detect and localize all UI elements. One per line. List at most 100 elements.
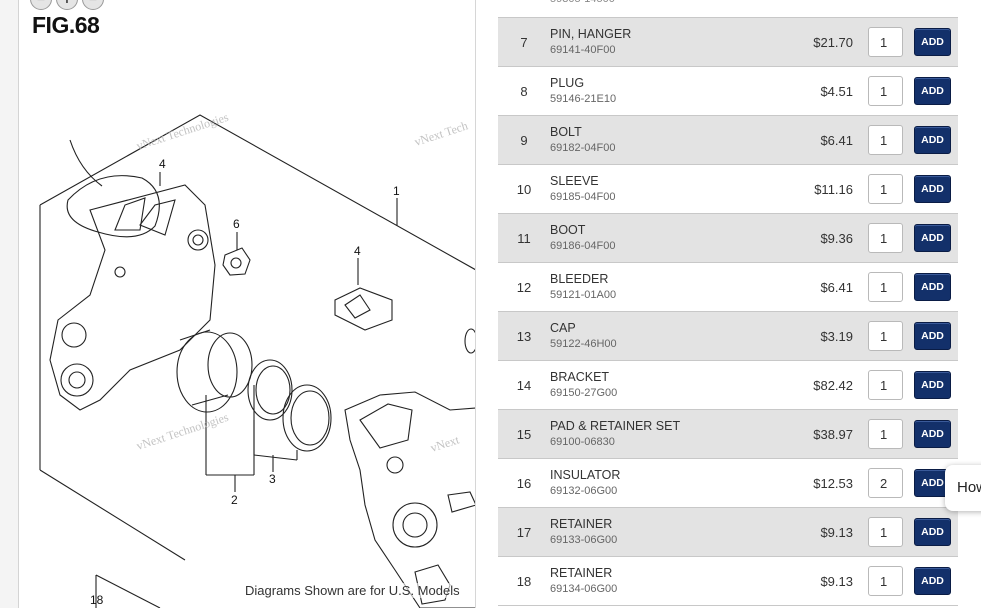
help-chat-widget[interactable]: How xyxy=(945,465,981,511)
part-number: 15 xyxy=(516,427,532,442)
pane-divider xyxy=(477,0,497,608)
quantity-input[interactable] xyxy=(868,321,903,351)
quantity-input[interactable] xyxy=(868,174,903,204)
part-number: 14 xyxy=(516,378,532,393)
table-row: 18 RETAINER 69134-06G00 $9.13 ADD xyxy=(498,557,958,606)
part-name: SLEEVE xyxy=(550,174,599,188)
part-name: BOOT xyxy=(550,223,586,237)
table-row: 16 INSULATOR 69132-06G00 $12.53 ADD xyxy=(498,459,958,508)
part-code: 69132-06G00 xyxy=(550,485,618,497)
part-name: INSULATOR xyxy=(550,468,621,482)
part-code: 69100-06830 xyxy=(550,436,615,448)
add-to-cart-button[interactable]: ADD xyxy=(914,518,951,546)
part-code: 59121-01A00 xyxy=(550,289,617,301)
quantity-input[interactable] xyxy=(868,125,903,155)
callout-1: 1 xyxy=(393,184,400,198)
add-to-cart-button[interactable]: ADD xyxy=(914,371,951,399)
part-name: RETAINER xyxy=(550,517,613,531)
part-name: PAD & RETAINER SET xyxy=(550,419,681,433)
quantity-input[interactable] xyxy=(868,566,903,596)
part-code: 69186-04F00 xyxy=(550,240,616,252)
quantity-input[interactable] xyxy=(868,27,903,57)
callout-2: 2 xyxy=(231,493,238,507)
table-row: 7 PIN, HANGER 69141-40F00 $21.70 ADD xyxy=(498,18,958,67)
quantity-input[interactable] xyxy=(868,468,903,498)
table-row: 9 BOLT 69182-04F00 $6.41 ADD xyxy=(498,116,958,165)
part-name: RETAINER xyxy=(550,566,613,580)
svg-text:vNext Tech: vNext Tech xyxy=(413,118,470,148)
partial-part-code: 59305-14500 xyxy=(550,0,615,5)
quantity-input[interactable] xyxy=(868,370,903,400)
part-name: BRACKET xyxy=(550,370,610,384)
part-price: $9.36 xyxy=(820,231,853,246)
part-number: 9 xyxy=(520,133,528,148)
part-price: $38.97 xyxy=(813,427,853,442)
quantity-input[interactable] xyxy=(868,223,903,253)
part-number: 13 xyxy=(516,329,532,344)
part-number: 16 xyxy=(516,476,532,491)
zoom-controls: − + − xyxy=(30,0,104,10)
part-price: $6.41 xyxy=(820,133,853,148)
add-to-cart-button[interactable]: ADD xyxy=(914,567,951,595)
callout-6: 6 xyxy=(233,217,240,231)
add-to-cart-button[interactable]: ADD xyxy=(914,224,951,252)
table-row: 17 RETAINER 69133-06G00 $9.13 ADD xyxy=(498,508,958,557)
part-name: PIN, HANGER xyxy=(550,27,632,41)
diagram-footnote: Diagrams Shown are for U.S. Models xyxy=(245,583,460,598)
quantity-input[interactable] xyxy=(868,76,903,106)
part-code: 69182-04F00 xyxy=(550,142,616,154)
part-code: 69134-06G00 xyxy=(550,583,618,595)
part-code: 59122-46H00 xyxy=(550,338,617,350)
part-code: 69185-04F00 xyxy=(550,191,616,203)
table-row: 14 BRACKET 69150-27G00 $82.42 ADD xyxy=(498,361,958,410)
left-scroll-gutter xyxy=(0,0,19,608)
part-name: BLEEDER xyxy=(550,272,609,286)
watermark-text: vNext Technologies xyxy=(135,110,231,153)
part-price: $9.13 xyxy=(820,574,853,589)
part-code: 69150-27G00 xyxy=(550,387,618,399)
callout-18: 18 xyxy=(90,593,104,607)
add-to-cart-button[interactable]: ADD xyxy=(914,322,951,350)
add-to-cart-button[interactable]: ADD xyxy=(914,420,951,448)
part-price: $12.53 xyxy=(813,476,853,491)
quantity-input[interactable] xyxy=(868,272,903,302)
quantity-input[interactable] xyxy=(868,419,903,449)
part-code: 69141-40F00 xyxy=(550,44,616,56)
brake-caliper-diagram: vNext Technologies vNext Tech vNext Tech… xyxy=(39,110,475,608)
part-price: $21.70 xyxy=(813,35,853,50)
svg-text:vNext: vNext xyxy=(429,432,462,455)
add-to-cart-button[interactable]: ADD xyxy=(914,273,951,301)
part-price: $82.42 xyxy=(813,378,853,393)
part-number: 11 xyxy=(517,231,531,246)
table-top-border xyxy=(498,17,958,18)
table-row: 15 PAD & RETAINER SET 69100-06830 $38.97 ADD xyxy=(498,410,958,459)
table-row: 13 CAP 59122-46H00 $3.19 ADD xyxy=(498,312,958,361)
svg-text:vNext Technologies: vNext Technologies xyxy=(135,410,231,453)
part-name: BOLT xyxy=(550,125,582,139)
part-number: 18 xyxy=(516,574,532,589)
callout-4b: 4 xyxy=(354,244,361,258)
figure-label: FIG.68 xyxy=(32,12,100,38)
add-to-cart-button[interactable]: ADD xyxy=(914,175,951,203)
part-code: 69133-06G00 xyxy=(550,534,618,546)
add-to-cart-button[interactable]: ADD xyxy=(914,28,951,56)
part-price: $9.13 xyxy=(820,525,853,540)
part-number: 7 xyxy=(520,35,528,50)
part-number: 17 xyxy=(516,525,532,540)
add-to-cart-button[interactable]: ADD xyxy=(914,469,951,497)
part-name: CAP xyxy=(550,321,576,335)
add-to-cart-button[interactable]: ADD xyxy=(914,126,951,154)
part-name: PLUG xyxy=(550,76,585,90)
part-price: $3.19 xyxy=(820,329,853,344)
part-number: 12 xyxy=(516,280,532,295)
part-price: $6.41 xyxy=(820,280,853,295)
add-to-cart-button[interactable]: ADD xyxy=(914,77,951,105)
quantity-input[interactable] xyxy=(868,517,903,547)
part-price: $4.51 xyxy=(820,84,853,99)
part-number: 8 xyxy=(520,84,528,99)
part-price: $11.16 xyxy=(814,182,853,197)
parts-diagram-pane[interactable]: − + − xyxy=(20,0,476,608)
help-chat-text: How xyxy=(957,479,981,496)
